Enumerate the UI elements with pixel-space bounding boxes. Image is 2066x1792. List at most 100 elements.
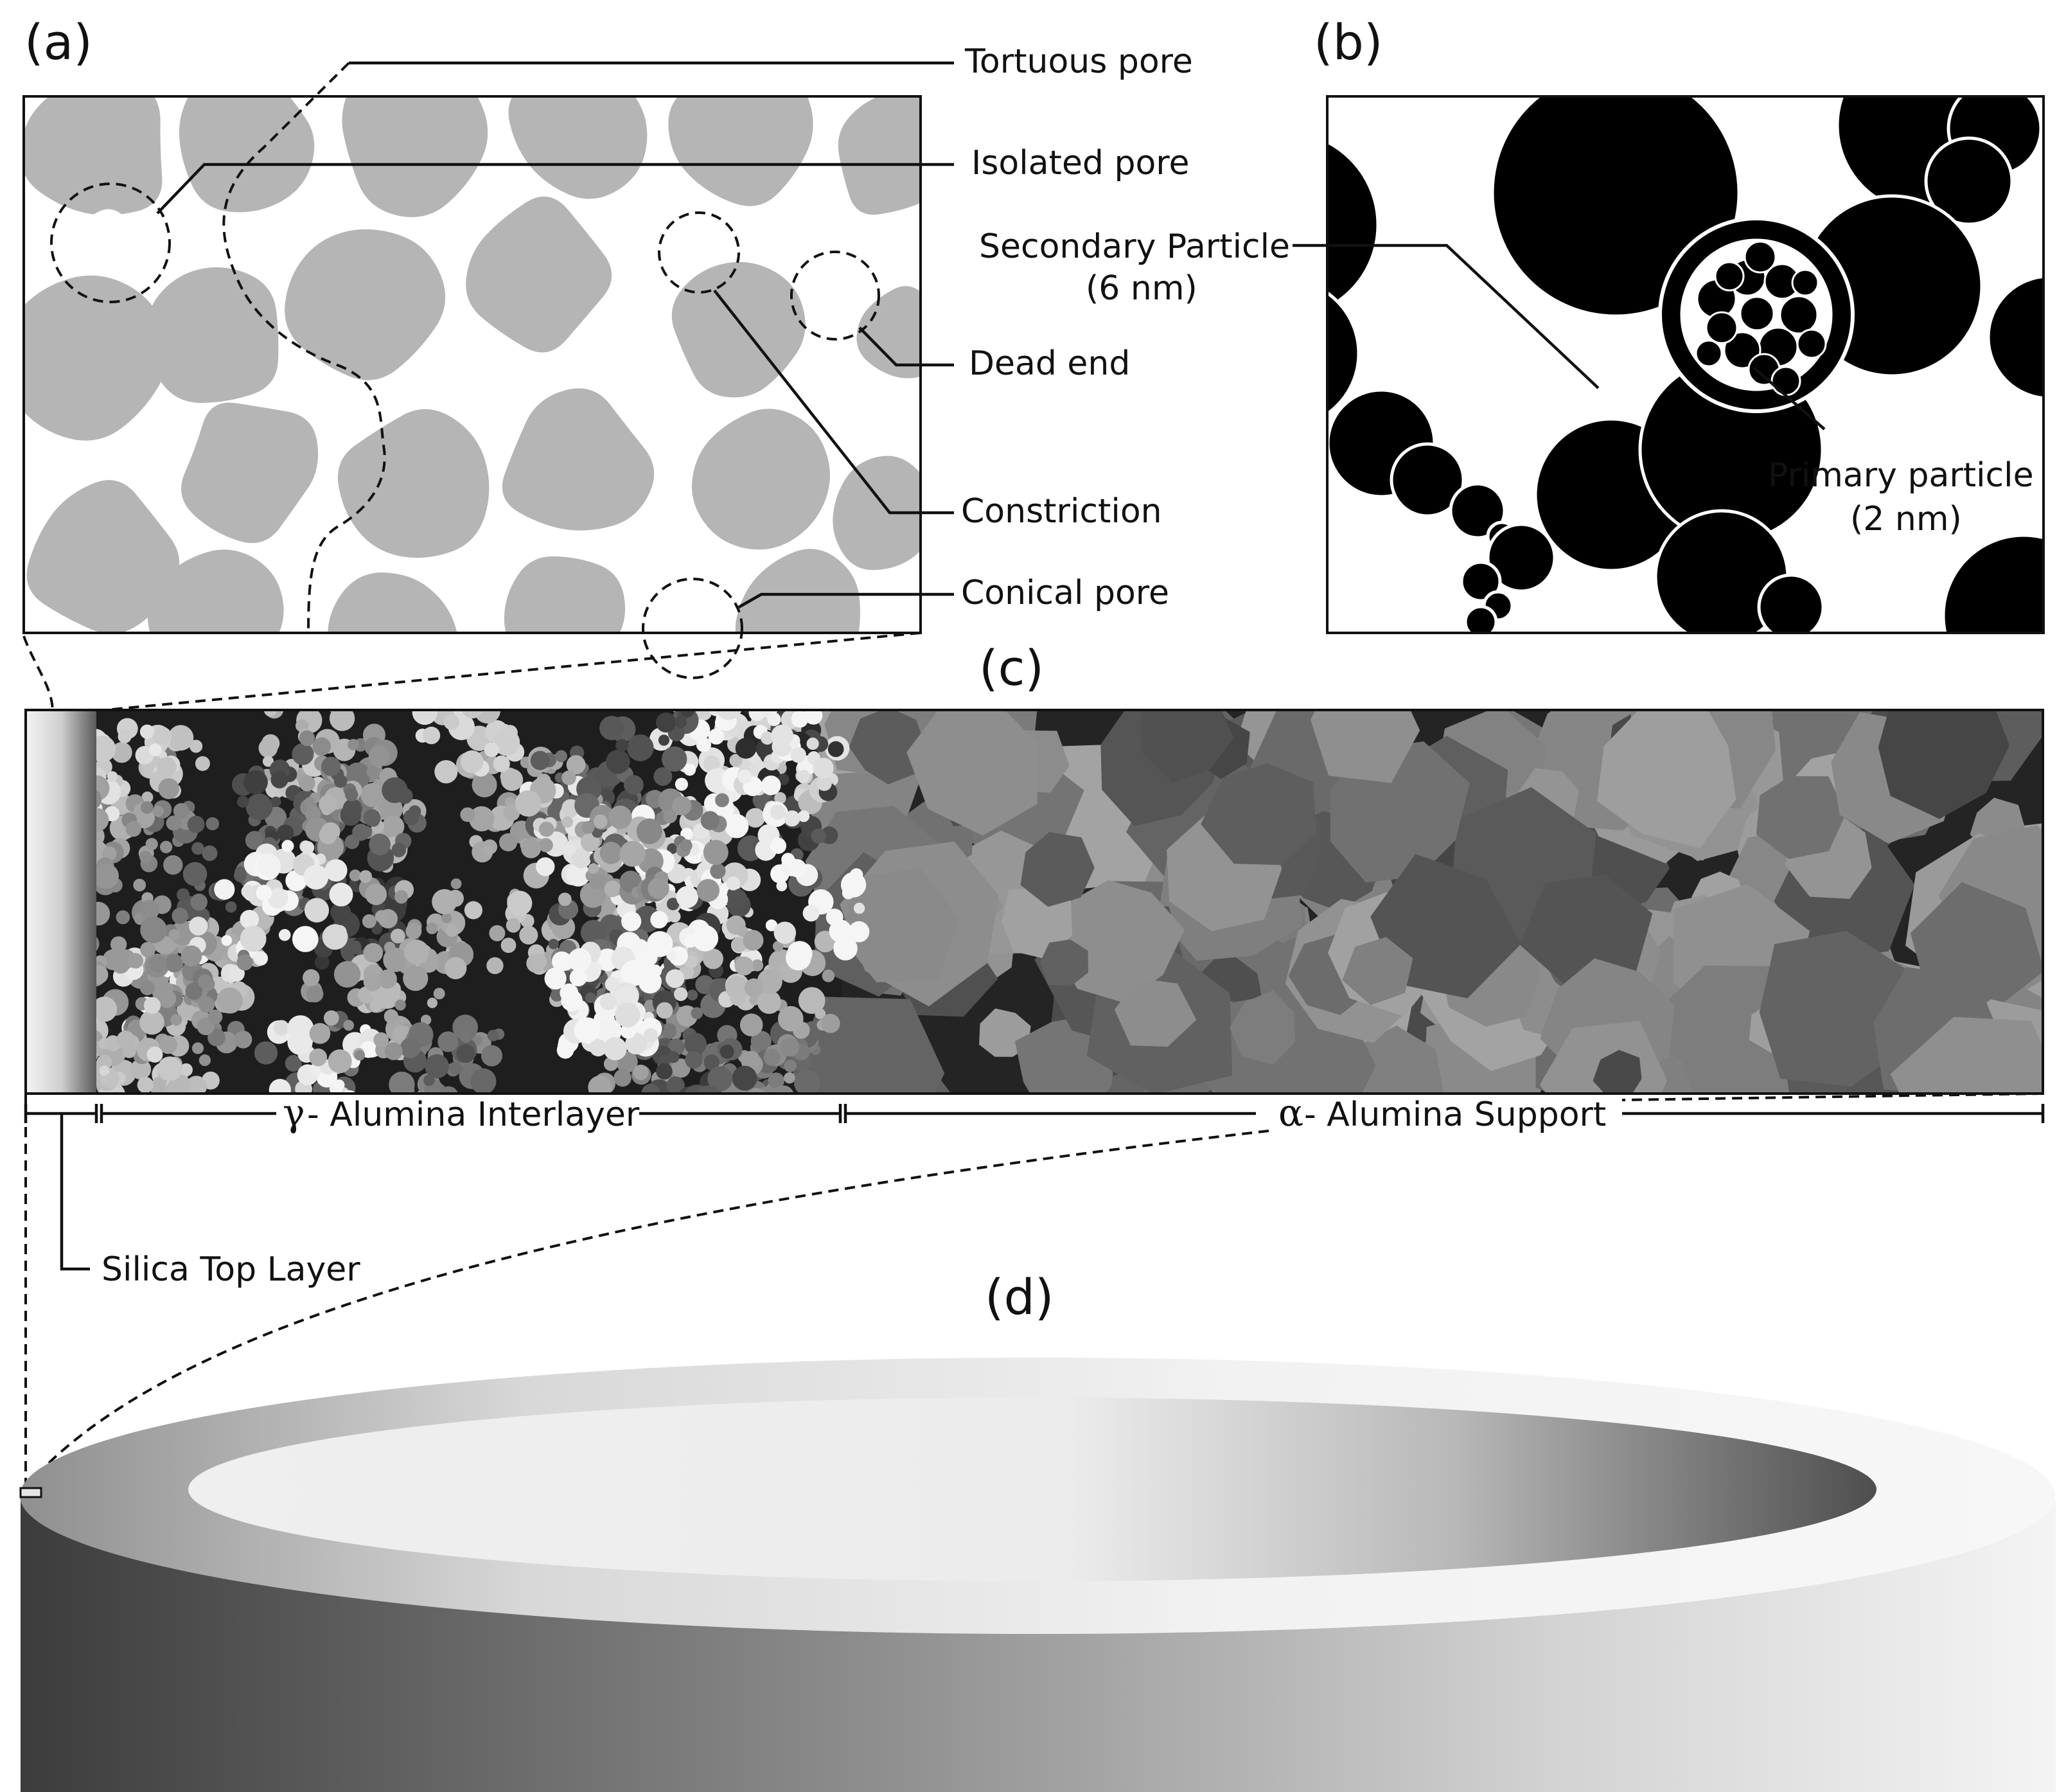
gamma-particle	[672, 795, 692, 815]
gamma-particle	[726, 876, 741, 891]
gamma-particle	[685, 1051, 703, 1069]
pore-grain	[466, 196, 612, 353]
gamma-particle	[157, 757, 177, 777]
secondary-particle	[1460, 560, 1502, 603]
gamma-particle	[384, 941, 396, 954]
gamma-particle	[700, 811, 720, 830]
gamma-particle	[706, 1122, 718, 1135]
gamma-particle	[610, 672, 635, 696]
gamma-particle	[848, 921, 870, 943]
gamma-particle	[172, 907, 189, 925]
gamma-particle	[784, 810, 800, 827]
pore-grain	[26, 480, 180, 633]
gamma-particle	[531, 954, 547, 970]
gamma-particle	[666, 969, 685, 988]
gamma-particle	[363, 809, 381, 827]
gamma-particle	[667, 843, 678, 855]
gamma-layer-label: - Alumina Interlayer	[307, 1096, 640, 1134]
gamma-particle	[382, 815, 405, 838]
gamma-particle	[741, 695, 753, 707]
constriction-marker	[658, 211, 740, 294]
gamma-particle	[116, 910, 130, 925]
gamma-particle	[426, 922, 438, 934]
gamma-particle	[263, 710, 277, 716]
gamma-particle	[691, 1007, 703, 1020]
alpha-grain	[1519, 874, 1653, 989]
primary-particle-leader	[1753, 366, 1826, 430]
gamma-particle	[139, 900, 160, 920]
gamma-particle	[751, 959, 764, 971]
gamma-particle	[544, 967, 567, 989]
gamma-particle	[822, 970, 835, 982]
pore-network-panel	[22, 95, 922, 634]
gamma-particle	[197, 974, 213, 989]
gamma-particle	[674, 1124, 695, 1146]
gamma-particle	[366, 765, 380, 779]
gamma-particle	[566, 863, 590, 887]
gamma-particle	[716, 710, 742, 720]
gamma-particle	[757, 968, 782, 994]
pore-grain	[508, 96, 648, 199]
gamma-particle	[348, 739, 359, 750]
silica-layer-label: Silica Top Layer	[102, 1250, 360, 1289]
gamma-particle	[168, 725, 194, 751]
gamma-particle	[773, 1085, 794, 1094]
pore-grain	[838, 96, 921, 215]
gamma-particle	[137, 1076, 154, 1094]
gamma-particle	[555, 750, 567, 763]
gamma-particle	[813, 758, 834, 779]
gamma-particle	[643, 1028, 658, 1043]
primary-particle	[1770, 366, 1801, 396]
gamma-particle	[148, 1104, 171, 1127]
gamma-particle	[181, 945, 202, 967]
gamma-particle	[763, 1049, 781, 1066]
alpha-grain	[1002, 887, 1073, 960]
gamma-particle	[91, 997, 118, 1022]
conical-pore-leader	[737, 592, 954, 608]
secondary-particle	[1757, 573, 1825, 633]
gamma-particle	[198, 996, 215, 1013]
zoom-line-a-right	[57, 632, 921, 716]
gamma-particle	[580, 919, 606, 945]
gamma-particle	[362, 914, 376, 928]
gamma-particle	[648, 878, 669, 900]
gamma-particle	[190, 740, 203, 753]
gamma-particle	[404, 939, 429, 965]
gamma-particle	[495, 684, 507, 696]
gamma-particle	[820, 1013, 840, 1033]
gamma-particle	[157, 1056, 182, 1081]
gamma-particle	[365, 883, 387, 905]
secondary-particle-size: (6 nm)	[1086, 269, 1197, 308]
gamma-particle	[588, 1076, 612, 1094]
pore-grain	[24, 275, 168, 441]
gamma-particle	[115, 1103, 130, 1118]
pore-grain	[24, 96, 163, 215]
gamma-particle	[400, 1037, 421, 1058]
gamma-particle	[207, 1028, 225, 1047]
gamma-particle	[186, 1076, 207, 1094]
gamma-particle	[116, 1031, 135, 1049]
gamma-particle	[761, 731, 774, 745]
pore-grain	[668, 96, 813, 206]
gamma-particle	[460, 1031, 472, 1043]
gamma-particle	[445, 925, 458, 937]
gamma-particle	[604, 880, 621, 898]
gamma-particle	[593, 814, 608, 829]
gamma-particle	[675, 693, 688, 706]
alpha-grain	[1114, 978, 1197, 1047]
gamma-particle	[319, 794, 338, 813]
gamma-particle	[163, 855, 183, 875]
gamma-particle	[745, 808, 765, 828]
gamma-particle	[278, 928, 291, 941]
gamma-particle	[656, 1063, 673, 1080]
panel-d-letter: (d)	[985, 1268, 1054, 1326]
gamma-particle	[585, 992, 596, 1004]
gamma-particle	[684, 763, 696, 776]
secondary-particle	[1327, 140, 1380, 310]
gamma-particle	[160, 1103, 176, 1119]
gamma-particle	[493, 755, 510, 772]
gamma-particle	[330, 901, 351, 923]
gamma-particle	[666, 898, 680, 910]
silica-top-layer	[26, 710, 96, 1094]
gamma-particle	[671, 1058, 691, 1078]
